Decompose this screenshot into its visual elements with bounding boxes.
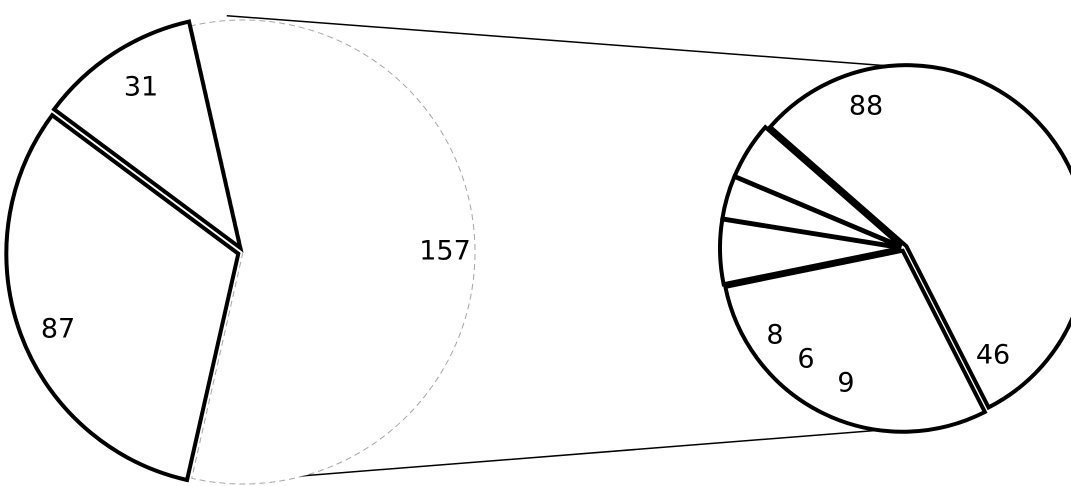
secondary-pie-label-8: 8	[766, 320, 783, 351]
secondary-pie-label-9: 9	[837, 368, 854, 399]
main-pie-label-31: 31	[124, 72, 158, 103]
secondary-pie-slice-9	[718, 217, 902, 287]
secondary-pie-slice-88	[767, 63, 1071, 411]
connector-lines	[226, 14, 905, 482]
connector-line-bottom	[246, 428, 895, 482]
main-pie-slice-157	[191, 19, 476, 485]
secondary-pie-slice-46	[722, 248, 988, 434]
main-pie-slice-31	[51, 19, 244, 253]
secondary-pie	[718, 63, 1071, 434]
secondary-pie-label-6: 6	[797, 344, 814, 375]
secondary-pie-label-88: 88	[849, 91, 883, 122]
connector-line-top	[226, 14, 905, 68]
secondary-pie-label-46: 46	[976, 340, 1010, 371]
main-pie-slice-87	[4, 112, 241, 483]
main-pie-label-87: 87	[41, 314, 75, 345]
main-pie	[4, 19, 476, 485]
main-pie-label-157: 157	[419, 236, 471, 267]
